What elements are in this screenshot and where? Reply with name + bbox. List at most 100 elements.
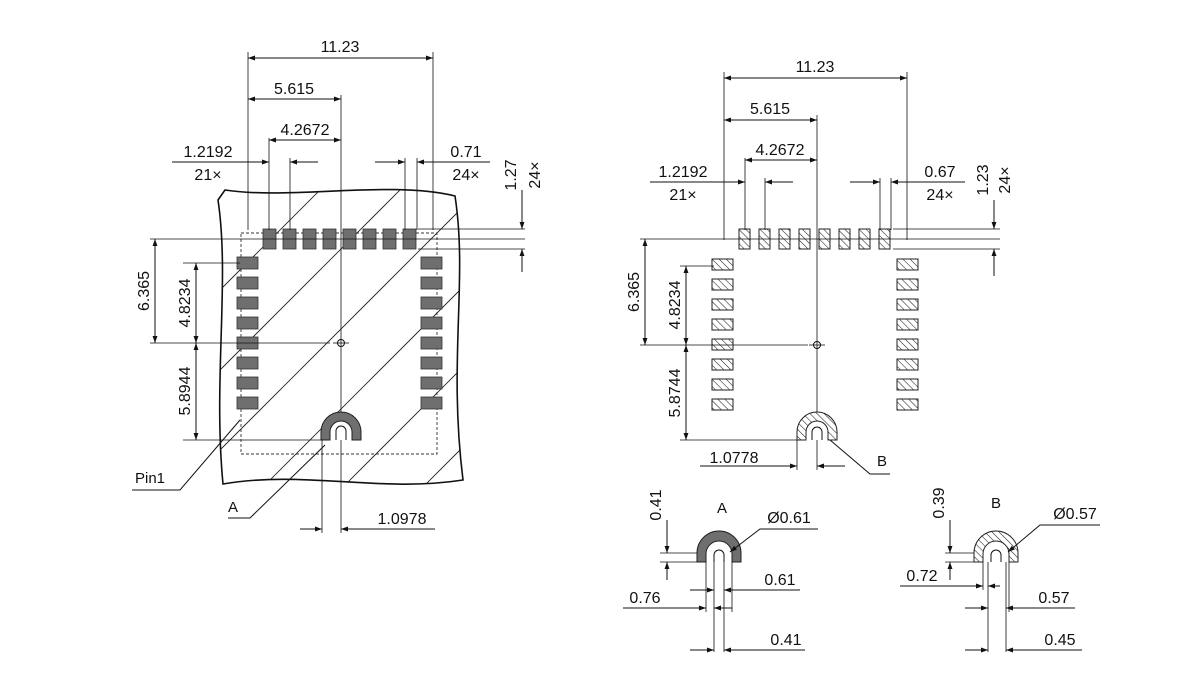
detail-a-ring — [696, 530, 742, 563]
detail-b-inner-width: 0.57 — [1038, 590, 1069, 607]
right-dim-upper-height: 4.8234 — [667, 280, 684, 329]
pad — [420, 396, 443, 410]
pad — [420, 316, 443, 330]
detail-b-diameter: Ø0.57 — [1053, 506, 1097, 523]
pad — [236, 276, 259, 290]
left-dimension-lines — [152, 55, 525, 532]
left-dim-pad-width-count: 24× — [452, 167, 479, 184]
left-dim-half-width: 5.615 — [274, 81, 314, 98]
pad — [236, 296, 259, 310]
right-dim-pad-length: 1.23 — [975, 164, 992, 195]
right-left-pad-column — [711, 258, 734, 411]
right-feature-b-slot — [811, 426, 823, 440]
right-dim-half-width: 5.615 — [750, 101, 790, 118]
pin1-label: Pin1 — [135, 470, 165, 487]
left-dim-upper-height: 4.8234 — [177, 278, 194, 327]
detail-a-height: 0.41 — [648, 489, 665, 520]
left-dim-pad-length-count: 24× — [527, 161, 544, 188]
right-dim-lower-height: 5.8744 — [667, 368, 684, 417]
pad — [420, 296, 443, 310]
detail-b-title: B — [991, 495, 1001, 512]
pad — [896, 338, 919, 351]
left-dim-pitch: 1.2192 — [184, 144, 233, 161]
pad — [896, 378, 919, 391]
detail-b-slot — [990, 549, 1002, 562]
pad — [896, 358, 919, 371]
pad — [236, 316, 259, 330]
detail-a-inner-width: 0.61 — [764, 572, 795, 589]
left-right-pad-column — [420, 256, 443, 410]
pad — [711, 298, 734, 311]
detail-b-ring — [973, 530, 1019, 563]
right-dim-total-width: 11.23 — [796, 59, 835, 76]
right-extension-lines — [640, 72, 1000, 470]
detail-a-extension-lines — [660, 552, 733, 652]
pad — [420, 256, 443, 270]
right-center-mark — [809, 115, 825, 420]
left-extension-lines — [150, 52, 525, 533]
detail-a-outer-width: 0.76 — [629, 590, 660, 607]
right-dim-pad-width: 0.67 — [924, 164, 955, 181]
pad — [896, 318, 919, 331]
right-feature-b — [796, 411, 838, 441]
right-dim-pitch: 1.2192 — [659, 164, 708, 181]
left-dim-feature-offset: 1.0978 — [378, 511, 427, 528]
left-feature-a-slot — [335, 425, 347, 440]
left-center-mark — [333, 95, 349, 420]
pad — [420, 376, 443, 390]
detail-a-slot — [713, 549, 725, 562]
right-dim-feature-offset: 1.0778 — [710, 450, 759, 467]
pad — [896, 398, 919, 411]
detail-a-dimension-lines — [623, 520, 818, 653]
left-dim-center-offset: 4.2672 — [281, 122, 330, 139]
right-dim-center-offset: 4.2672 — [756, 142, 805, 159]
left-package-outline — [217, 188, 464, 485]
pad — [711, 258, 734, 271]
pad — [896, 278, 919, 291]
right-detail-b-label: B — [877, 453, 887, 470]
left-dim-pitch-count: 21× — [194, 167, 221, 184]
detail-b-view: B 0.39 Ø0.57 0.72 0.57 0.45 — [900, 487, 1100, 653]
pad — [896, 298, 919, 311]
right-right-pad-column — [896, 258, 919, 411]
right-dim-pitch-count: 21× — [669, 187, 696, 204]
left-detail-a-label: A — [228, 499, 238, 516]
left-footprint-view: 11.23 5.615 4.2672 1.2192 21× 0.71 24× 1… — [132, 39, 544, 533]
detail-a-diameter: Ø0.61 — [767, 510, 811, 527]
right-footprint-view: 11.23 5.615 4.2672 1.2192 21× 0.67 24× 1… — [626, 59, 1014, 475]
pad — [236, 396, 259, 410]
left-dim-total-width: 11.23 — [321, 39, 360, 56]
detail-a-view: A 0.41 Ø0.61 0.76 0.61 0.41 — [623, 489, 818, 653]
pad — [420, 356, 443, 370]
detail-b-height: 0.39 — [931, 487, 948, 518]
pad — [236, 376, 259, 390]
left-feature-a — [320, 411, 362, 441]
pad — [420, 276, 443, 290]
pad — [711, 398, 734, 411]
right-dimension-lines — [642, 75, 997, 469]
right-dim-pad-width-count: 24× — [926, 187, 953, 204]
left-dim-pad-length: 1.27 — [503, 159, 520, 190]
pad — [711, 378, 734, 391]
detail-a-slot-width: 0.41 — [770, 632, 801, 649]
left-dim-lower-height: 5.8944 — [177, 366, 194, 415]
detail-b-dimension-lines — [900, 520, 1100, 653]
pad — [711, 358, 734, 371]
detail-a-title: A — [717, 500, 727, 517]
pad — [420, 336, 443, 350]
right-leader-b — [829, 439, 890, 475]
detail-b-slot-width: 0.45 — [1044, 632, 1075, 649]
pad — [236, 256, 259, 270]
pad — [236, 356, 259, 370]
pad — [711, 278, 734, 291]
pad — [711, 338, 734, 351]
right-dim-pad-length-count: 24× — [997, 166, 1014, 193]
pad — [896, 258, 919, 271]
pad — [711, 318, 734, 331]
left-leader-lines — [132, 419, 326, 519]
right-dim-top-to-center: 6.365 — [626, 272, 643, 312]
left-dim-pad-width: 0.71 — [450, 144, 481, 161]
left-dim-top-to-center: 6.365 — [136, 271, 153, 311]
detail-b-extension-lines — [945, 552, 1010, 652]
